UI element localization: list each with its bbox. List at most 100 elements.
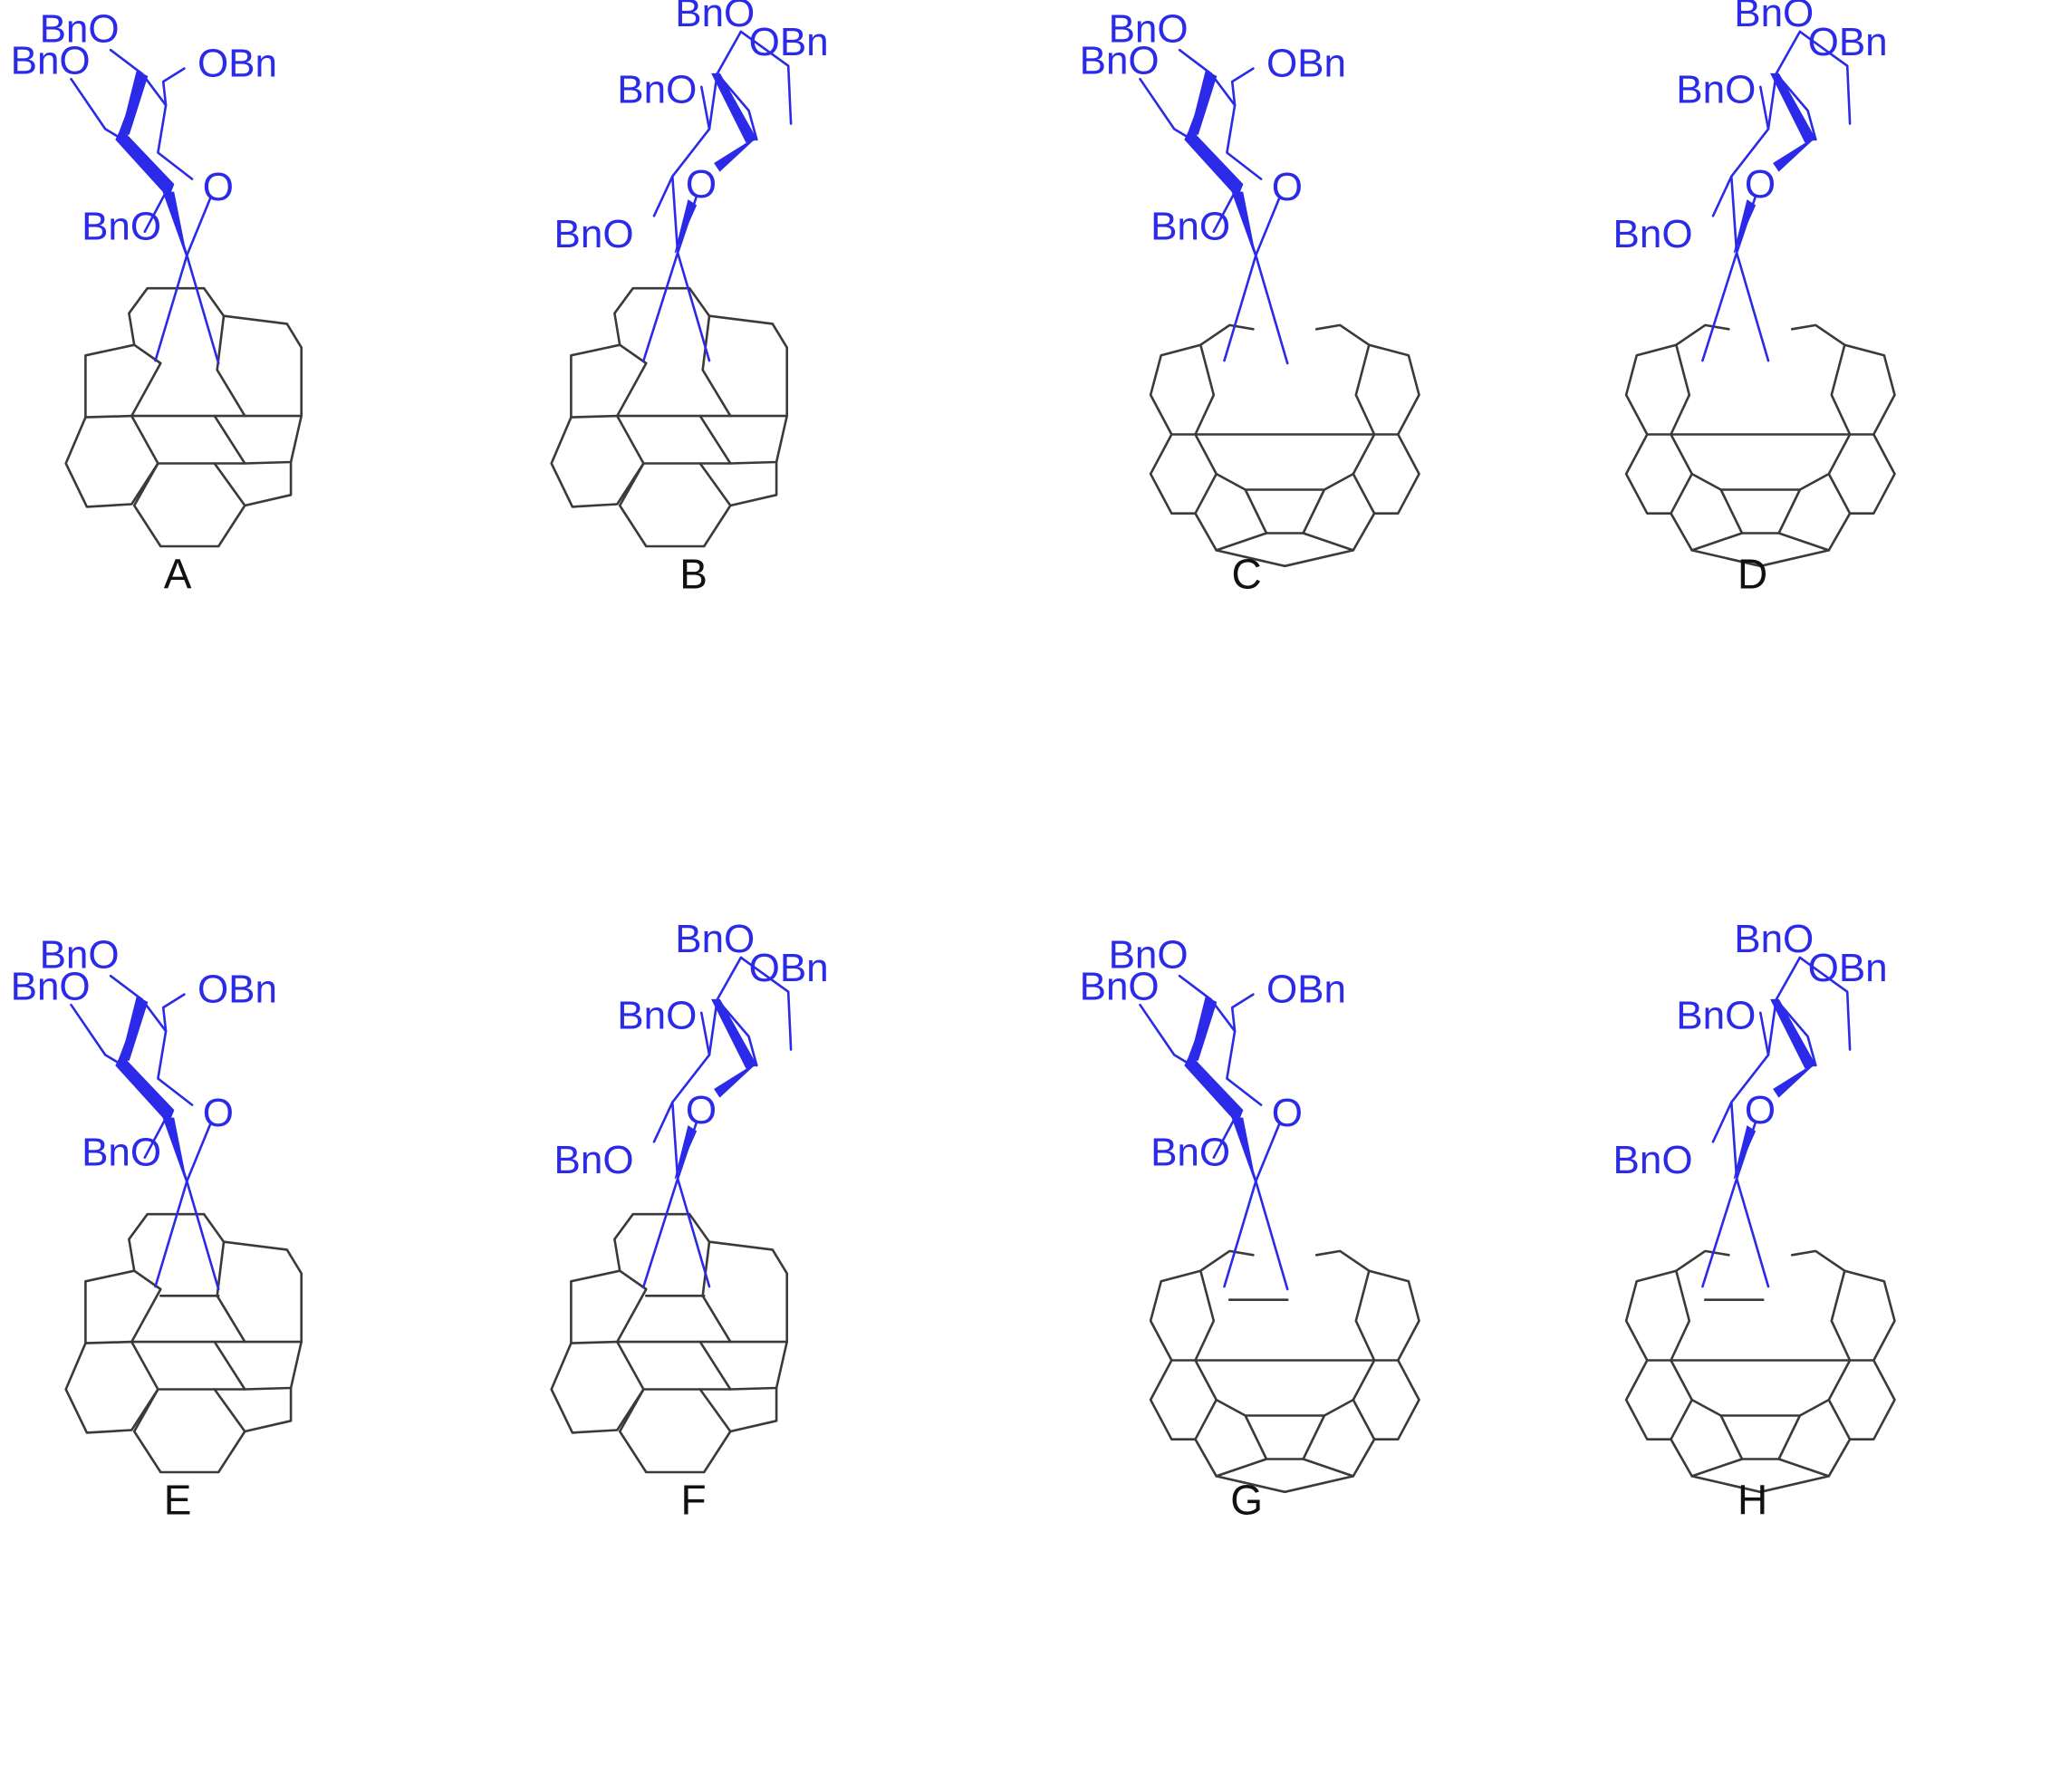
panel-label: E [164, 1476, 192, 1523]
wedge-bond [1189, 70, 1218, 135]
sugar-bond [70, 1003, 120, 1065]
core-bond [1194, 512, 1268, 552]
substituent-label: BnO [617, 67, 697, 111]
core-bond [701, 314, 732, 418]
core-bond [1215, 549, 1355, 568]
substituent-label: BnO [1613, 212, 1693, 256]
sugar-bond [716, 72, 758, 141]
wedge-bond [1770, 998, 1817, 1069]
sugar-bond [671, 956, 743, 1180]
substituent-label: BnO [1613, 1138, 1693, 1182]
core-bond [213, 1340, 303, 1391]
sugar-bond [652, 175, 674, 217]
core-bond [1354, 343, 1376, 436]
core-bond [216, 314, 246, 418]
sugar-bond [1209, 72, 1263, 180]
substituent-label: OBn [749, 20, 829, 64]
core-bond [202, 1212, 303, 1315]
sugar-bond [161, 993, 186, 1033]
core-bond [1368, 1269, 1420, 1362]
sugar-bond [70, 77, 120, 139]
core-bond [1790, 323, 1846, 346]
core-bond [1624, 1359, 1693, 1440]
sugar-bond [1730, 30, 1802, 255]
sugar-bond [1139, 1003, 1189, 1065]
core-bond [1194, 1269, 1216, 1362]
core-bond [1843, 343, 1896, 436]
hydrocarbon-core [1624, 1249, 1896, 1494]
sugar-bond [1230, 67, 1255, 107]
core-bond [1199, 323, 1255, 346]
core-bond [1194, 1438, 1268, 1478]
sugar-bond [1711, 175, 1733, 217]
core-bond [213, 414, 303, 465]
sugar-bond [716, 998, 758, 1067]
wedge-bond [1773, 1062, 1816, 1098]
sugar-bond [642, 251, 679, 362]
core-bond [1149, 1269, 1202, 1362]
core-bond [216, 1240, 246, 1344]
wedge-bond [714, 1062, 757, 1098]
panel-label: F [681, 1476, 707, 1523]
core-bond [550, 414, 645, 508]
substituent-label: BnO [1109, 6, 1189, 51]
hydrocarbon-core [64, 1212, 303, 1474]
core-bond [1624, 1269, 1678, 1362]
panel-label: A [164, 550, 192, 597]
core-bond [244, 460, 293, 507]
core-bond [1790, 1249, 1846, 1272]
core-bond [132, 1388, 246, 1474]
wedge-bond [1231, 1117, 1256, 1184]
sugar-bond [154, 1180, 188, 1288]
core-bond [1670, 512, 1744, 552]
substituent-label: BnO [1109, 932, 1189, 977]
sugar-bond [1139, 77, 1189, 139]
core-bond [1827, 1359, 1896, 1440]
substituent-label: BnO [82, 204, 161, 248]
core-bond [132, 462, 246, 548]
wedge-bond [711, 998, 758, 1069]
wedge-bond [1770, 72, 1817, 143]
core-bond [84, 286, 206, 419]
core-bond [698, 1340, 788, 1391]
core-bond [64, 414, 159, 508]
hydrocarbon-core [1149, 323, 1420, 568]
substituent-label: BnO [675, 0, 755, 35]
substituent-label: BnO [1150, 204, 1230, 248]
wedge-bond [115, 128, 175, 198]
wedge-bond [674, 1125, 698, 1180]
core-bond [1149, 343, 1202, 436]
sugar-bond [143, 190, 168, 233]
sugar-bond [186, 196, 212, 257]
core-bond [616, 343, 648, 418]
sugar-bond [652, 1101, 674, 1143]
substituent-label: BnO [11, 38, 91, 82]
core-bond [1215, 1398, 1355, 1417]
core-bond [688, 1212, 788, 1315]
core-bond [688, 286, 788, 389]
core-bond [130, 1269, 162, 1344]
wedge-bond [120, 70, 149, 135]
sugar-bond [676, 1177, 711, 1288]
substituent-label: OBn [1808, 946, 1888, 990]
substituent-label: BnO [554, 212, 634, 256]
core-bond [1244, 1414, 1326, 1460]
wedge-bond [1184, 1054, 1244, 1124]
sugar-bond [140, 72, 194, 180]
core-bond [202, 286, 303, 389]
core-bond [1624, 433, 1693, 515]
core-bond [550, 1340, 645, 1434]
wedge-bond [162, 191, 188, 258]
substituent-label: OBn [1266, 41, 1346, 85]
sugar-bond [676, 251, 711, 362]
core-bond [1690, 549, 1831, 568]
hydrocarbon-core [64, 286, 303, 548]
